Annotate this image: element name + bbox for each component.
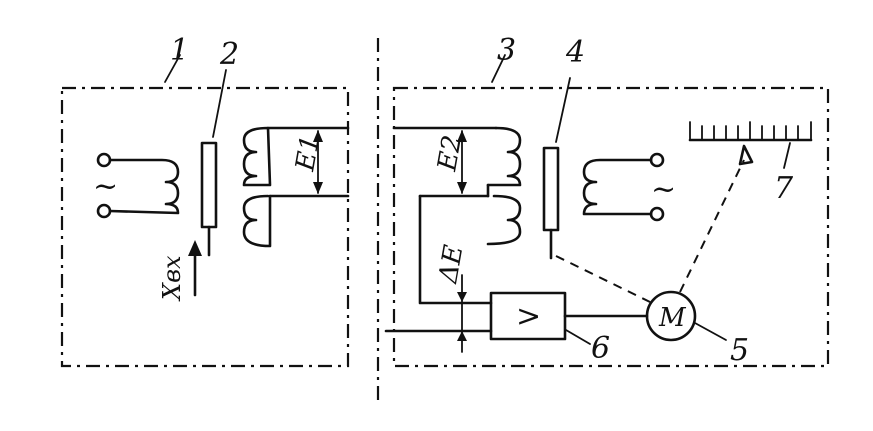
scale-pointer	[738, 144, 754, 166]
motor-symbol: M	[658, 303, 687, 333]
ac-source-right: ~	[651, 172, 676, 207]
core-2	[200, 141, 218, 229]
primary-coil-left	[108, 158, 180, 215]
motor-core-link	[555, 255, 651, 303]
block-1-frame	[60, 86, 350, 368]
block-1-label: 1	[170, 33, 189, 68]
e1-arrowhead-bottom	[313, 182, 323, 194]
block-4-label: 4	[565, 35, 585, 70]
delta-e-arrowhead-bottom	[457, 331, 467, 341]
primary-coil-right	[582, 158, 653, 216]
secondary-coil-left-lower	[242, 194, 272, 248]
motor-5	[645, 290, 697, 342]
input-x-label: Xвх	[158, 255, 186, 302]
block-2-leader	[212, 69, 227, 138]
block-5-leader	[694, 322, 727, 341]
secondary-coil-left-upper	[242, 126, 272, 187]
e2-arrowhead-top	[457, 130, 467, 142]
ac-source-left: ~	[93, 169, 118, 204]
block-3-frame	[392, 86, 830, 368]
terminal-right-bottom	[649, 206, 665, 222]
scale-ticks	[689, 121, 812, 141]
e1-label: E1	[290, 133, 326, 174]
core-4	[542, 146, 560, 232]
e2-label: E2	[432, 133, 468, 174]
block-7-leader	[783, 142, 791, 169]
block-7-label: 7	[774, 171, 794, 206]
terminal-left-top	[96, 152, 112, 168]
delta-e-loop-wire	[418, 194, 493, 305]
block-5-label: 5	[730, 333, 749, 368]
delta-e-arrowhead-top	[457, 292, 467, 302]
block-3-leader	[491, 54, 506, 83]
amplifier-symbol: >	[516, 299, 541, 334]
block-3-label: 3	[497, 33, 516, 68]
block-1-leader	[164, 54, 181, 83]
terminal-right-top	[649, 152, 665, 168]
input-arrowhead	[188, 240, 202, 256]
motor-pointer-link	[679, 159, 745, 293]
secondary-coil-right-lower	[486, 183, 522, 246]
e1-arrowhead-top	[313, 130, 323, 142]
block-4-leader	[555, 77, 571, 143]
secondary-coil-right-upper	[486, 126, 522, 187]
terminal-left-bottom	[96, 203, 112, 219]
block-6-leader	[565, 329, 591, 345]
delta-e-label: ΔE	[433, 243, 469, 286]
block-6-label: 6	[591, 331, 610, 366]
e2-arrowhead-bottom	[457, 182, 467, 194]
block-2-label: 2	[219, 37, 239, 72]
